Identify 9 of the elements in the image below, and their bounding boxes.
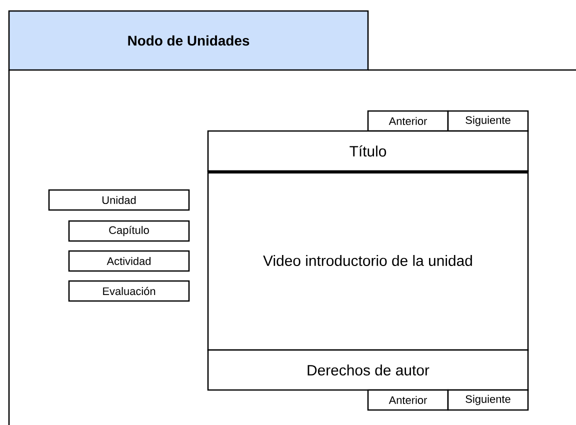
- nav-button: Anterior: [367, 110, 449, 132]
- menu-item: Unidad: [48, 189, 190, 211]
- nav-button: Siguiente: [447, 110, 529, 132]
- nav-button: Siguiente: [447, 389, 529, 411]
- menu-item: Evaluación: [68, 280, 190, 302]
- menu-item: Actividad: [68, 250, 190, 272]
- menu-item: Capítulo: [68, 220, 190, 242]
- nav-button: Anterior: [367, 389, 449, 411]
- header-tab: Nodo de Unidades: [8, 10, 369, 71]
